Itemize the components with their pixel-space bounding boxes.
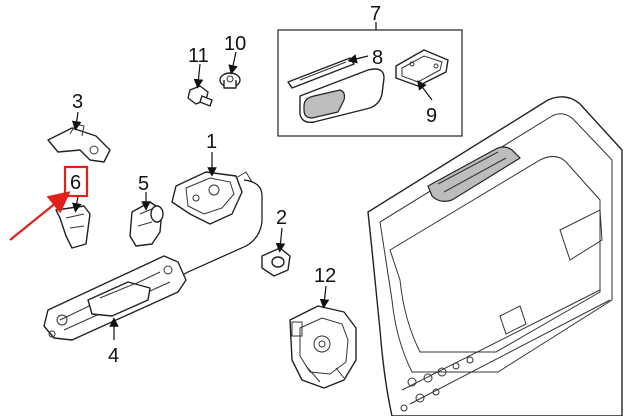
liftgate-panel xyxy=(367,96,623,416)
part-5-clip xyxy=(129,192,164,247)
part-4-actuator xyxy=(43,255,187,341)
callout-9: 9 xyxy=(426,105,437,127)
callout-5: 5 xyxy=(138,173,149,195)
part-12-lock xyxy=(289,285,357,389)
part-9-cover xyxy=(395,49,449,101)
callout-7: 7 xyxy=(370,3,381,25)
callout-8: 8 xyxy=(372,47,383,69)
callout-6: 6 xyxy=(70,172,81,194)
part-1-latch xyxy=(171,152,253,225)
highlight-arrow xyxy=(9,191,71,241)
part-8-handle xyxy=(287,54,385,124)
callout-12: 12 xyxy=(314,265,336,287)
part-3-bracket xyxy=(47,111,111,163)
part-2-clip xyxy=(261,227,291,277)
part-10-fastener xyxy=(219,51,241,89)
callout-6-highlight-box xyxy=(63,165,89,198)
callout-1: 1 xyxy=(206,131,217,153)
callout-11: 11 xyxy=(188,45,209,67)
group-box-7 xyxy=(277,29,463,137)
part-6-bracket xyxy=(55,195,91,249)
callout-2: 2 xyxy=(276,207,287,229)
part-11-bolt xyxy=(187,63,213,107)
callout-10: 10 xyxy=(224,33,246,55)
callout-4: 4 xyxy=(108,345,119,367)
callout-3: 3 xyxy=(72,91,83,113)
